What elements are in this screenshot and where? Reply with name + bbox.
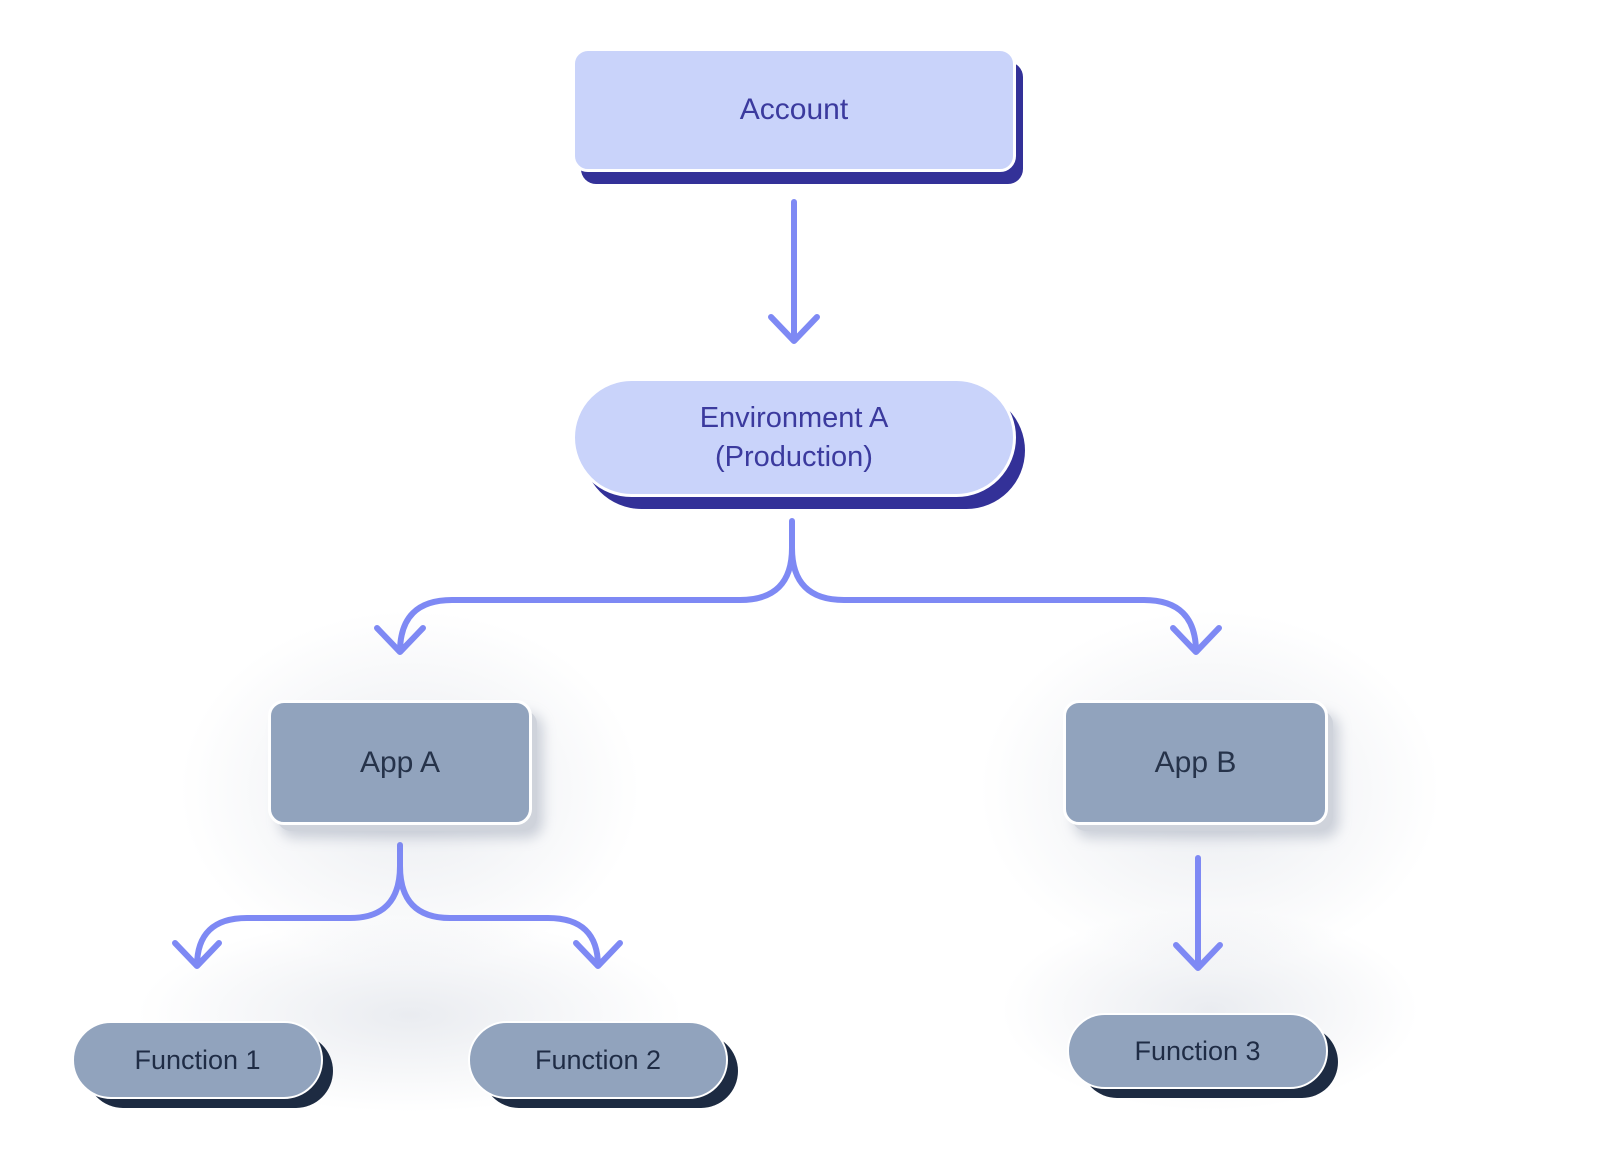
node-account-label: Account xyxy=(739,93,849,126)
connector-app-a-to-function-1 xyxy=(172,842,403,969)
node-function-1-label: Function 1 xyxy=(134,1044,261,1075)
node-function-2: Function 2 xyxy=(468,1021,728,1099)
connector-app-a-to-function-2 xyxy=(397,863,623,969)
node-environment-a: Environment A (Production) xyxy=(572,378,1016,497)
node-function-2-label: Function 2 xyxy=(534,1044,662,1075)
node-function-3: Function 3 xyxy=(1067,1013,1328,1089)
node-app-a-label: App A xyxy=(359,745,441,779)
node-environment-a-label-line1: Environment A xyxy=(699,402,889,435)
arrow-app-b-to-function-3 xyxy=(1173,855,1223,971)
node-function-3-label: Function 3 xyxy=(1134,1035,1261,1066)
arrow-account-to-environment xyxy=(768,199,820,344)
node-app-a: App A xyxy=(268,700,532,825)
connector-environment-to-app-b xyxy=(789,545,1222,655)
node-account: Account xyxy=(572,48,1016,172)
node-app-b: App B xyxy=(1063,700,1328,825)
node-app-b-label: App B xyxy=(1154,745,1237,779)
node-environment-a-label-line2: (Production) xyxy=(715,440,873,473)
connector-environment-to-app-a xyxy=(374,518,795,655)
node-environment-a-label: Environment A (Production) xyxy=(700,399,889,476)
node-function-1: Function 1 xyxy=(72,1021,323,1099)
